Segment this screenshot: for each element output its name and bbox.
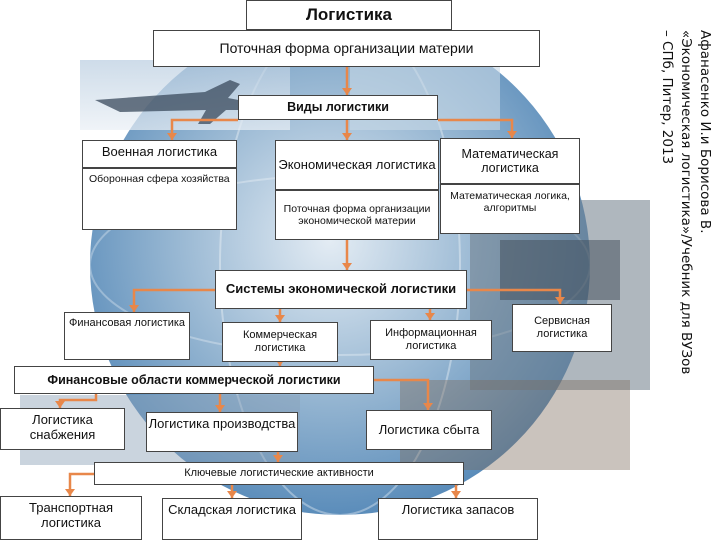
arrow-key-to-warehouse-head [227, 491, 237, 498]
warehouse-logistics-text: Складская логистика [168, 502, 296, 517]
service-logistics-text: Сервисная логистика [534, 315, 590, 340]
math-logic-box: Математическая логика, алгоритмы [440, 184, 580, 234]
arrow-types-to-military [170, 118, 238, 140]
military-logistics-box: Военная логистика [82, 140, 237, 168]
production-logistics-box: Логистика производства [146, 412, 298, 452]
economic-flow-text: Поточная форма организации экономической… [283, 202, 431, 227]
arrow-areas-to-supply-head [55, 401, 65, 408]
sales-logistics-text: Логистика сбыта [378, 421, 480, 437]
key-activities-box: Ключевые логистические активности [94, 462, 464, 485]
citation-line-3: – СПб, Питер, 2013 [659, 30, 675, 165]
flow-form-box: Поточная форма организации материи [153, 30, 540, 67]
inventory-logistics-box: Логистика запасов [378, 498, 538, 540]
types-header-text: Виды логистики [287, 100, 389, 115]
arrow-systems-to-commercial-head [275, 315, 285, 322]
citation-text: Афанасенко И.и Борисова В. «Экономическа… [648, 30, 714, 410]
citation-line-2: «Экономическая логистика»/Учебник для ВУ… [678, 30, 694, 375]
citation-line-1: Афанасенко И.и Борисова В. [697, 30, 713, 234]
defense-sector-text: Оборонная сфера хозяйства [89, 173, 230, 185]
arrow-systems-to-service-head [555, 297, 565, 304]
economic-logistics-box: Экономическая логистика [275, 140, 439, 190]
financial-areas-text: Финансовые области коммерческой логистик… [47, 372, 341, 387]
math-logistics-text: Математическая логистика [461, 146, 559, 175]
arrow-flow-to-types-head [342, 88, 352, 95]
financial-areas-box: Финансовые области коммерческой логистик… [14, 366, 374, 394]
title-box: Логистика [246, 0, 452, 30]
warehouse-logistics-box: Складская логистика [162, 498, 302, 540]
production-logistics-text: Логистика производства [148, 416, 296, 431]
information-logistics-text: Информационная логистика [385, 327, 477, 352]
defense-sector-box: Оборонная сфера хозяйства [82, 168, 237, 230]
arrow-areas-to-production-head [215, 405, 225, 412]
math-logic-text: Математическая логика, алгоритмы [450, 190, 570, 215]
arrow-areas-to-sales-head [423, 403, 433, 410]
economic-logistics-text: Экономическая логистика [278, 156, 436, 172]
supply-logistics-box: Логистика снабжения [0, 408, 125, 450]
arrow-types-to-math [438, 118, 514, 138]
key-activities-text: Ключевые логистические активности [184, 467, 374, 480]
arrow-key-to-transport-head [65, 489, 75, 496]
economic-flow-box: Поточная форма организации экономической… [275, 190, 439, 240]
arrow-systems-to-financial [132, 288, 215, 312]
arrow-key-to-transport [68, 472, 94, 496]
arrow-areas-to-supply [58, 394, 98, 408]
arrow-systems-to-service [467, 288, 562, 304]
arrow-types-to-math-head [507, 131, 517, 138]
transport-logistics-box: Транспортная логистика [0, 496, 142, 540]
sales-logistics-box: Логистика сбыта [366, 410, 492, 450]
arrow-types-to-military-head [167, 133, 177, 140]
title-text: Логистика [305, 5, 393, 25]
arrow-production-to-key-head [273, 455, 283, 462]
arrow-systems-to-financial-head [129, 305, 139, 312]
military-logistics-text: Военная логистика [101, 144, 218, 159]
flow-form-text: Поточная форма организации материи [219, 40, 474, 57]
math-logistics-box: Математическая логистика [440, 138, 580, 184]
arrow-key-to-inventory-head [451, 491, 461, 498]
arrow-types-to-economic-head [342, 133, 352, 140]
supply-logistics-text: Логистика снабжения [29, 412, 96, 442]
systems-header-box: Системы экономической логистики [215, 270, 467, 309]
arrow-areas-to-sales [374, 378, 430, 410]
commercial-logistics-box: Коммерческая логистика [222, 322, 338, 362]
transport-logistics-text: Транспортная логистика [29, 500, 113, 530]
systems-header-text: Системы экономической логистики [225, 281, 457, 297]
types-header-box: Виды логистики [238, 95, 438, 120]
airplane-silhouette [95, 80, 260, 124]
arrow-systems-to-information-head [425, 313, 435, 320]
arrow-econflow-to-systems-head [342, 263, 352, 270]
inventory-logistics-text: Логистика запасов [401, 502, 515, 517]
financial-logistics-box: Финансовая логистика [64, 312, 190, 360]
financial-logistics-text: Финансовая логистика [68, 317, 186, 329]
service-logistics-box: Сервисная логистика [512, 304, 612, 352]
information-logistics-box: Информационная логистика [370, 320, 492, 360]
commercial-logistics-text: Коммерческая логистика [242, 329, 318, 354]
